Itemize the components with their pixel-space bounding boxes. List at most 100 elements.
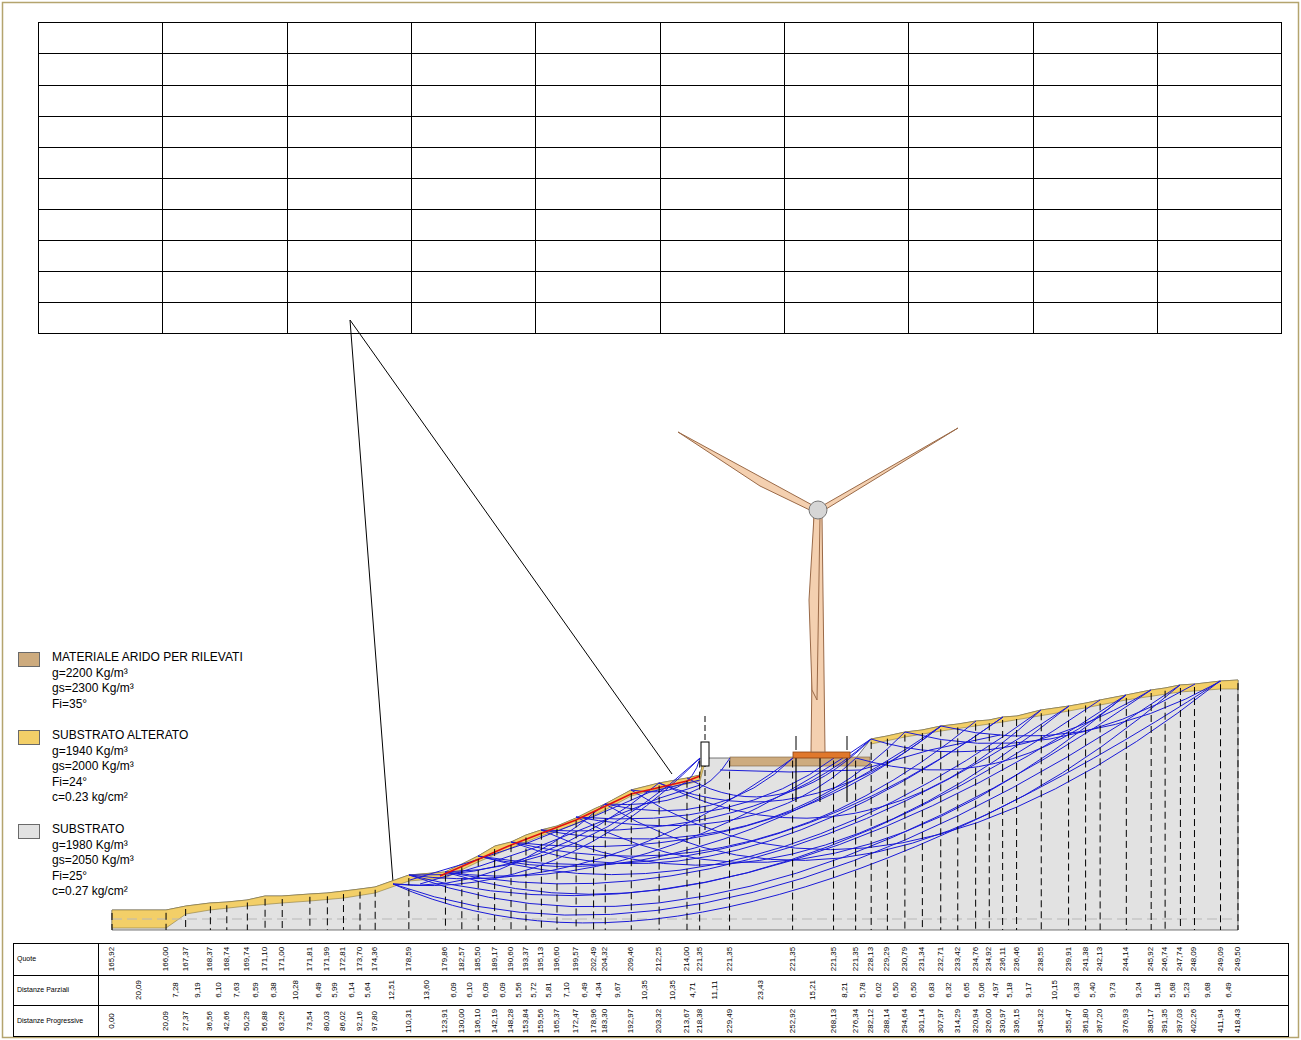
section-line [478,859,479,930]
section-line [989,723,990,930]
table-row-header: Quote [17,955,36,963]
profile-table [14,944,1289,1037]
elevation-value: 168,37 [206,947,215,971]
partial-distance: 5,23 [1183,982,1192,998]
elevation-value: 174,36 [371,947,380,971]
elevation-value: 242,13 [1096,947,1105,971]
partial-distance: 23,43 [757,980,766,1000]
elevation-value: 202,49 [589,947,598,971]
progressive-distance: 229,49 [725,1009,734,1033]
table-row-header: Distanze Parziali [17,986,69,994]
section-line [792,761,793,930]
progressive-distance: 136,10 [474,1009,483,1033]
section-line [729,761,730,930]
detail-grid [39,23,1282,334]
partial-distance: 6,09 [449,982,458,998]
partial-distance: 5,18 [1005,982,1014,998]
elevation-value: 179,86 [441,947,450,971]
partial-distance: 9,24 [1134,982,1143,998]
partial-distance: 6,50 [892,982,901,998]
section-line [1002,720,1003,930]
partial-distance: 5,64 [363,982,372,998]
progressive-distance: 294,64 [900,1009,909,1033]
retaining-wall [701,716,709,830]
section-line [1151,693,1152,930]
elevation-value: 166,00 [162,947,171,971]
partial-distance: 13,60 [423,980,432,1000]
progressive-distance: 367,20 [1096,1009,1105,1033]
section-line [887,739,888,930]
section-line [1100,703,1101,930]
elevation-value: 234,92 [985,947,994,971]
critical-surface [440,776,700,876]
elevation-value: 212,25 [655,947,664,971]
progressive-distance: 172,47 [572,1009,581,1033]
partial-distance: 6,09 [498,982,507,998]
elevation-value: 172,81 [339,947,348,971]
elevation-value: 171,10 [261,947,270,971]
section-line [659,786,660,930]
elevation-value: 204,32 [601,947,610,971]
progressive-distance: 56,88 [261,1011,270,1031]
elevation-value: 169,74 [243,947,252,971]
partial-distance: 9,17 [1025,982,1034,998]
elevation-value: 171,99 [323,947,332,971]
partial-distance: 6,10 [214,982,223,998]
elevation-value: 165,92 [108,947,117,971]
partial-distance: 15,21 [809,980,818,1000]
elevation-value: 232,71 [936,947,945,971]
progressive-distance: 42,66 [222,1011,231,1031]
partial-distance: 12,51 [388,980,397,1000]
progressive-distance: 123,91 [441,1009,450,1033]
partial-distance: 6,49 [580,982,589,998]
elevation-value: 171,81 [305,947,314,971]
section-line [445,875,446,930]
elevation-value: 221,35 [695,947,704,971]
partial-distance: 6,59 [252,982,261,998]
partial-distance: 6,65 [962,982,971,998]
elevation-value: 231,34 [918,947,927,971]
elevation-value: 196,60 [553,947,562,971]
partial-distance: 10,28 [292,980,301,1000]
section-line [699,761,700,930]
progressive-distance: 178,96 [589,1009,598,1033]
partial-distance: 5,56 [514,982,523,998]
progressive-distance: 142,19 [490,1009,499,1033]
partial-distance: 6,49 [1225,982,1234,998]
partial-distance: 7,10 [562,982,571,998]
section-line [1180,688,1181,930]
elevation-value: 221,35 [829,947,838,971]
weathered-layer [112,758,704,928]
partial-distance: 5,78 [859,982,868,998]
progressive-distance: 50,29 [243,1011,252,1031]
section-line [343,894,344,930]
section-line [1085,705,1086,930]
elevation-value: 236,46 [1012,947,1021,971]
partial-distance: 6,10 [466,982,475,998]
elevation-value: 209,46 [627,947,636,971]
section-line [247,902,248,930]
section-line [309,897,310,930]
elevation-value: 171,00 [278,947,287,971]
section-line [631,793,632,930]
elevation-value: 229,29 [883,947,892,971]
partial-distance: 9,19 [194,982,203,998]
progressive-distance: 92,16 [356,1011,365,1031]
partial-distance: 6,38 [269,982,278,998]
section-line [360,892,361,930]
partial-distance: 6,02 [875,982,884,998]
partial-distance: 6,32 [945,982,954,998]
section-line [904,735,905,930]
progressive-distance: 391,35 [1161,1009,1170,1033]
section-line [1220,684,1221,930]
progressive-distance: 183,30 [601,1009,610,1033]
sheet-frame [3,3,1299,1038]
elevation-value: 230,79 [900,947,909,971]
section-line [576,820,577,930]
progressive-distance: 148,28 [507,1009,516,1033]
elevation-value: 190,60 [507,947,516,971]
progressive-distance: 397,03 [1176,1009,1185,1033]
progressive-distance: 110,31 [404,1009,413,1033]
